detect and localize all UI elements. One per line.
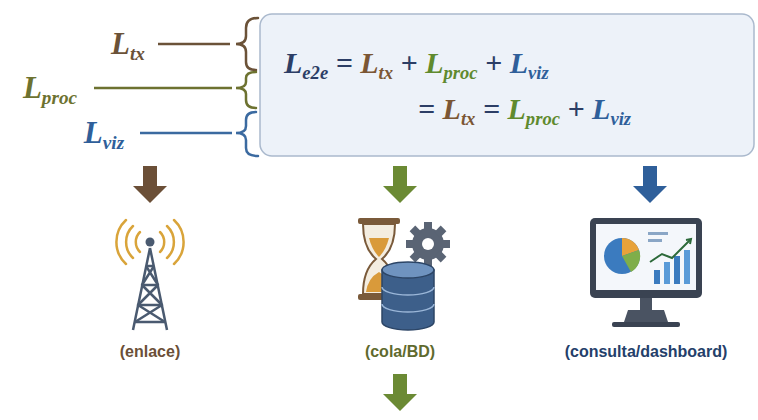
stage-caption: (cola/BD)	[365, 343, 435, 361]
latency-symbol: Lproc	[23, 70, 77, 106]
formula-panel	[260, 14, 754, 156]
braces	[236, 18, 258, 156]
formula-box: Le2e = Ltx + Lproc + Lviz = Ltx = Lproc +…	[260, 14, 754, 156]
latency-formula: = Ltx = Lproc + Lviz	[418, 90, 754, 128]
latency-symbol: Ltx	[111, 26, 145, 62]
dashboard-monitor-icon	[590, 218, 702, 327]
queue-database-icon	[358, 218, 450, 330]
stage-caption: (enlace)	[120, 343, 180, 361]
stage-caption: (consulta/dashboard)	[565, 343, 728, 361]
radio-tower-icon	[116, 220, 183, 330]
latency-symbol: Lviz	[84, 115, 124, 151]
down-arrows	[133, 166, 667, 411]
latency-formula: Le2e = Ltx + Lproc + Lviz	[284, 44, 754, 82]
